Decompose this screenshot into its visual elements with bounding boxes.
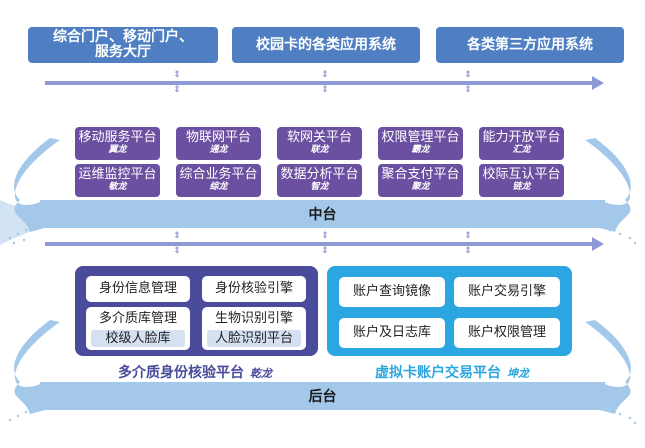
platform-name: 移动服务平台 <box>78 130 157 145</box>
bidirectional-arrow-icon: ⇕ <box>464 246 472 256</box>
panel-item-label: 身份核验引擎 <box>214 281 293 296</box>
platform-name: 聚合支付平台 <box>381 167 460 182</box>
platform-permission: 权限管理平台 霸龙 <box>378 127 463 160</box>
middle-platform-band: 中台 <box>40 200 605 228</box>
back-platform-title: 后台 <box>308 389 337 405</box>
arrow-right-icon <box>592 76 604 90</box>
identity-verification-panel: 身份信息管理 身份核验引擎 多介质库管理 校级人脸库 生物识别引擎 人脸识别平台 <box>75 266 318 356</box>
panel-code: 乾龙 <box>250 367 272 380</box>
top-app-box-campus-card: 校园卡的各类应用系统 <box>232 27 420 63</box>
platform-code: 通龙 <box>209 145 228 155</box>
panel-item: 账户交易引擎 <box>454 277 560 307</box>
platform-code: 汇龙 <box>512 145 531 155</box>
platform-name: 运维监控平台 <box>78 167 157 182</box>
top-app-box-label: 综合门户、移动门户、服务大厅 <box>53 29 193 60</box>
platform-code: 综龙 <box>209 182 228 192</box>
panel-item-label: 账户权限管理 <box>467 325 546 340</box>
panel-caption-text: 多介质身份核验平台 <box>118 365 244 381</box>
platform-name: 综合业务平台 <box>179 167 258 182</box>
panel-item-label: 账户交易引擎 <box>467 284 546 299</box>
platform-mobile-service: 移动服务平台 翼龙 <box>75 127 160 160</box>
panel-item-label: 账户及日志库 <box>352 325 431 340</box>
flow-arrow-line-bottom <box>45 242 595 246</box>
top-app-box-label: 各类第三方应用系统 <box>467 36 593 53</box>
platform-capability-open: 能力开放平台 汇龙 <box>479 127 564 160</box>
identity-verification-caption: 多介质身份核验平台乾龙 <box>118 362 272 382</box>
platform-code: 敏龙 <box>108 182 127 192</box>
platform-name: 软网关平台 <box>286 130 352 145</box>
platform-name: 校际互认平台 <box>482 167 561 182</box>
bidirectional-arrow-icon: ⇕ <box>321 85 329 95</box>
top-app-box-label: 校园卡的各类应用系统 <box>256 36 396 53</box>
panel-item: 账户查询镜像 <box>339 277 445 307</box>
platform-code: 聚龙 <box>411 182 430 192</box>
bidirectional-arrow-icon: ⇕ <box>321 70 329 80</box>
platform-aggregate-payment: 聚合支付平台 聚龙 <box>378 164 463 197</box>
platform-name: 物联网平台 <box>185 130 251 145</box>
platform-iot: 物联网平台 通龙 <box>176 127 261 160</box>
sparkle-dots <box>8 224 637 425</box>
platform-ops-monitor: 运维监控平台 敏龙 <box>75 164 160 197</box>
platform-name: 数据分析平台 <box>280 167 359 182</box>
swoosh-back-right <box>585 320 631 414</box>
back-platform-band: 后台 <box>40 382 605 410</box>
panel-item: 生物识别引擎 人脸识别平台 <box>202 307 306 350</box>
bidirectional-arrow-icon: ⇕ <box>464 231 472 241</box>
bidirectional-arrow-icon: ⇕ <box>173 85 181 95</box>
platform-inter-school: 校际互认平台 链龙 <box>479 164 564 197</box>
panel-item-label: 多介质库管理 <box>98 311 177 326</box>
platform-name: 能力开放平台 <box>482 130 561 145</box>
arrow-right-icon <box>592 237 604 251</box>
bidirectional-arrow-icon: ⇕ <box>173 246 181 256</box>
swoosh-mid-left-tail <box>0 200 40 245</box>
virtual-card-transaction-panel: 账户查询镜像 账户交易引擎 账户及日志库 账户权限管理 <box>327 266 572 356</box>
top-app-box-portals: 综合门户、移动门户、服务大厅 <box>28 27 218 63</box>
panel-item-label: 生物识别引擎 <box>214 311 293 326</box>
panel-item-label: 账户查询镜像 <box>352 284 431 299</box>
platform-name: 权限管理平台 <box>381 130 460 145</box>
panel-item: 多介质库管理 校级人脸库 <box>86 307 190 350</box>
bidirectional-arrow-icon: ⇕ <box>321 231 329 241</box>
bidirectional-arrow-icon: ⇕ <box>173 70 181 80</box>
platform-code: 链龙 <box>512 182 531 192</box>
bidirectional-arrow-icon: ⇕ <box>173 231 181 241</box>
platform-code: 联龙 <box>310 145 329 155</box>
platform-code: 霸龙 <box>411 145 430 155</box>
bidirectional-arrow-icon: ⇕ <box>321 246 329 256</box>
top-app-box-third-party: 各类第三方应用系统 <box>436 27 624 63</box>
platform-data-analysis: 数据分析平台 智龙 <box>277 164 362 197</box>
middle-platform-title: 中台 <box>308 207 337 223</box>
swoosh-back-left <box>14 320 61 414</box>
bidirectional-arrow-icon: ⇕ <box>464 70 472 80</box>
panel-item: 账户权限管理 <box>454 318 560 348</box>
panel-code: 坤龙 <box>507 367 529 380</box>
swoosh-mid-right <box>585 138 631 232</box>
panel-item-label: 身份信息管理 <box>98 281 177 296</box>
panel-item-sub-chip: 校级人脸库 <box>91 330 185 347</box>
panel-item-sub-chip: 人脸识别平台 <box>207 330 301 347</box>
panel-item: 身份信息管理 <box>86 276 190 302</box>
virtual-card-caption: 虚拟卡账户交易平台坤龙 <box>375 362 529 382</box>
platform-soft-gateway: 软网关平台 联龙 <box>277 127 362 160</box>
flow-arrow-line-top <box>45 81 595 85</box>
bidirectional-arrow-icon: ⇕ <box>464 85 472 95</box>
panel-item: 身份核验引擎 <box>202 276 306 302</box>
platform-code: 翼龙 <box>108 145 127 155</box>
platform-code: 智龙 <box>310 182 329 192</box>
panel-caption-text: 虚拟卡账户交易平台 <box>375 365 501 381</box>
platform-integrated-business: 综合业务平台 综龙 <box>176 164 261 197</box>
panel-item: 账户及日志库 <box>339 318 445 348</box>
